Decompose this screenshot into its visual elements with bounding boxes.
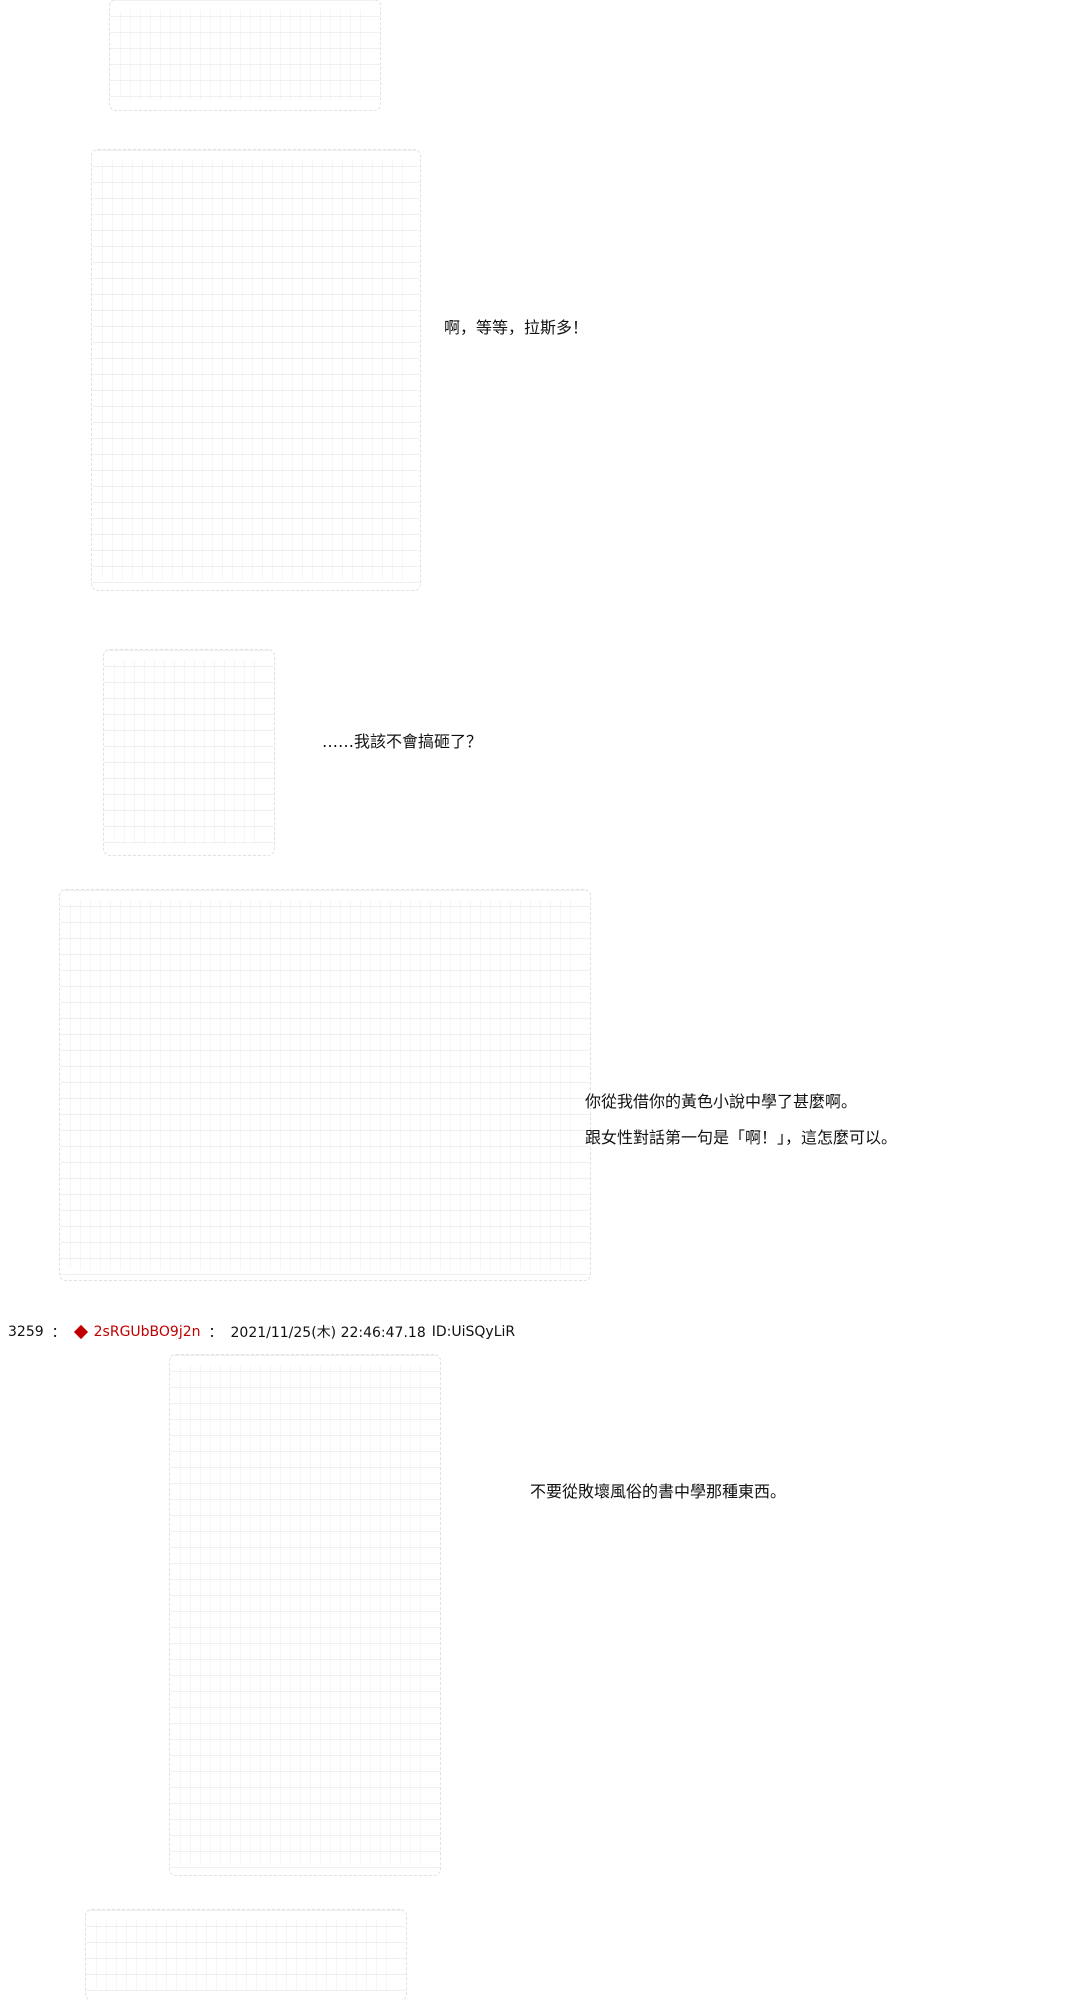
post-number-separator: ： [51, 1325, 66, 1341]
dialogue-line-4: 跟女性對話第一句是「啊！」，這怎麼可以。 [585, 1128, 898, 1147]
ascii-art-texture [70, 900, 580, 1270]
ascii-art-block-3 [103, 649, 275, 856]
post-id: ID:UiSQyLiR [431, 1324, 516, 1340]
poster-trip: 2sRGUbBO9j2n [93, 1324, 201, 1340]
post-number: 3259 [8, 1324, 44, 1340]
ascii-art-block-2 [91, 149, 421, 591]
ascii-art-block-1 [109, 0, 381, 111]
trip-separator: ： [208, 1325, 223, 1341]
dialogue-line-3: 你從我借你的黃色小說中學了甚麼啊。 [585, 1092, 858, 1111]
post-header: 3259 ： 2sRGUbBO9j2n ： 2021/11/25(木) 22:4… [8, 1322, 515, 1342]
dialogue-line-2: ……我該不會搞砸了？ [322, 732, 483, 751]
ascii-art-block-5 [169, 1354, 441, 1876]
ascii-art-block-6 [85, 1909, 407, 2000]
ascii-art-texture [114, 660, 264, 845]
post-timestamp: 2021/11/25(木) 22:46:47.18 [230, 1325, 426, 1341]
ascii-art-texture [102, 160, 410, 580]
dialogue-line-5: 不要從敗壞風俗的書中學那種東西。 [530, 1482, 787, 1501]
ascii-art-texture [120, 10, 370, 100]
ascii-art-texture [96, 1920, 396, 1990]
diamond-icon [73, 1324, 88, 1340]
ascii-art-texture [180, 1365, 430, 1865]
ascii-art-block-4 [59, 889, 591, 1281]
dialogue-line-1: 啊，等等，拉斯多！ [444, 318, 589, 337]
